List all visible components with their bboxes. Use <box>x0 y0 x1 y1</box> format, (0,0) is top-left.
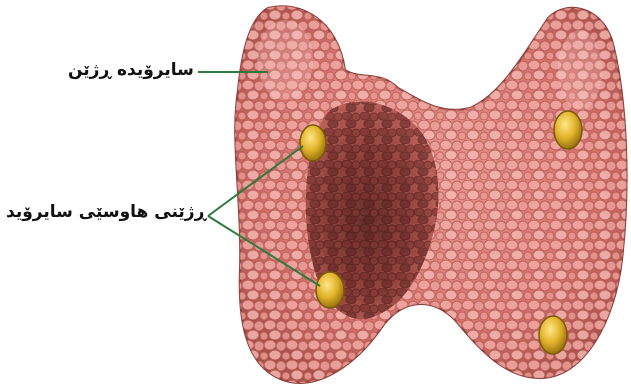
parathyroid-upper-right <box>554 111 582 149</box>
thyroid-gland-label: سایرۆیدە ڕژێن <box>68 60 194 80</box>
parathyroid-lower-left <box>316 272 344 308</box>
parathyroid-lower-right <box>539 316 567 354</box>
highlight <box>257 20 313 100</box>
parathyroid-upper-left <box>300 125 326 161</box>
parathyroid-glands-label: ڕژێنی هاوسێی سایرۆید <box>6 202 206 222</box>
highlight <box>558 30 602 110</box>
